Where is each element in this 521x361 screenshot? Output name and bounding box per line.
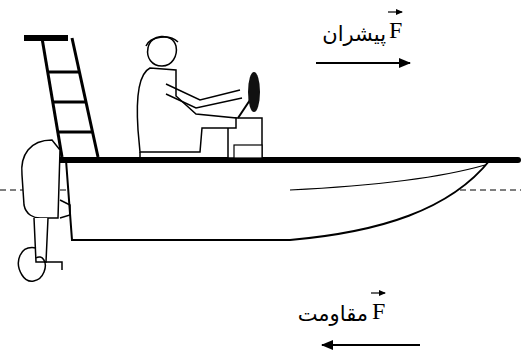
force-symbol: F (389, 18, 402, 42)
force-name: پیشران (322, 24, 386, 45)
force-symbol: F (372, 299, 385, 323)
force-name: مقاومت (298, 304, 368, 325)
